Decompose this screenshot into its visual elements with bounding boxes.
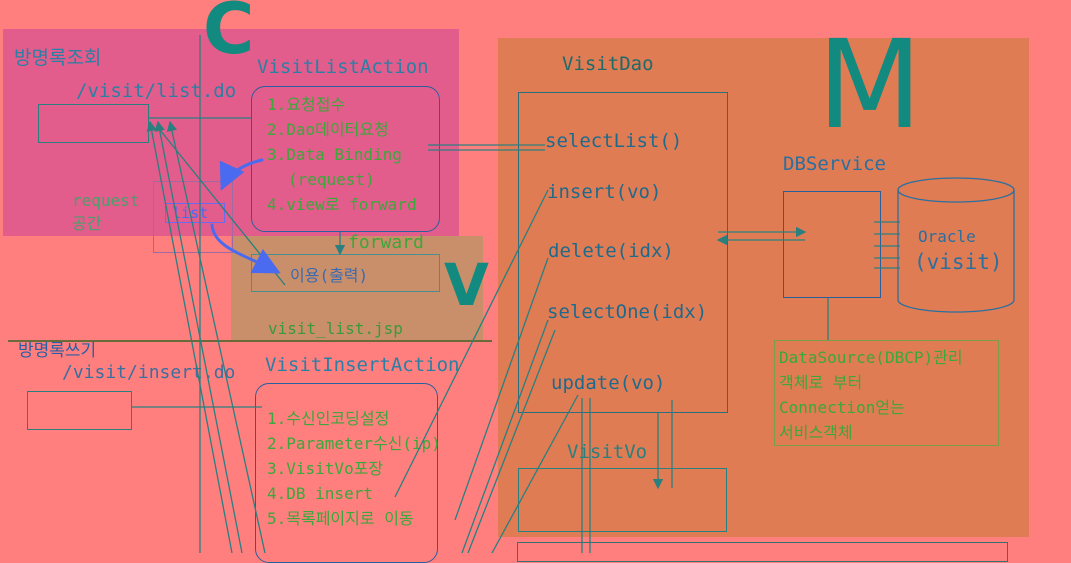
forward-label: forward — [348, 232, 424, 253]
list-section-title: 방명록조회 — [14, 47, 102, 69]
insert-step: 1.수신인코딩설정 — [267, 409, 390, 428]
dao-method: selectList() — [545, 130, 683, 152]
dbservice-note-line: Connection얻는 — [779, 398, 905, 417]
space-label: 공간 — [72, 214, 102, 233]
dbservice-note-line: 객체로 부터 — [779, 373, 863, 392]
dbservice-note-line: DataSource(DBCP)관리 — [779, 348, 963, 367]
request-label: request — [72, 191, 140, 210]
dbservice-box — [783, 191, 881, 298]
dao-method: selectOne(idx) — [547, 301, 708, 323]
list-step: 4.view로 forward — [267, 195, 417, 214]
dbservice-note-box — [774, 340, 999, 446]
vo-box — [518, 468, 727, 532]
list-step: 3.Data Binding — [267, 145, 402, 164]
vo-title: VisitVo — [567, 441, 648, 463]
list-step: (request) — [288, 170, 375, 189]
list-url: /visit/list.do — [76, 80, 237, 102]
dao-method: insert(vo) — [547, 181, 662, 203]
dao-title: VisitDao — [562, 53, 654, 75]
model-letter: M — [817, 14, 923, 156]
dao-method: delete(idx) — [548, 240, 674, 262]
insert-step: 4.DB insert — [267, 484, 373, 503]
dbservice-note-line: 서비스객체 — [779, 423, 853, 442]
insert-url: /visit/insert.do — [62, 362, 236, 383]
insert-action-title: VisitInsertAction — [265, 354, 460, 376]
db-table: (visit) — [914, 250, 1003, 274]
db-name: Oracle — [918, 227, 976, 246]
dbservice-title: DBService — [783, 153, 886, 175]
bottom-box — [517, 542, 1008, 562]
insert-step: 2.Parameter수신(ip) — [267, 434, 441, 453]
dao-method: update(vo) — [551, 372, 666, 394]
list-browser-box[interactable] — [38, 104, 149, 143]
insert-browser-box[interactable] — [27, 391, 132, 430]
list-step: 1.요청접수 — [267, 95, 346, 114]
insert-step: 5.목록페이지로 이동 — [267, 509, 414, 528]
insert-section-title: 방명록쓰기 — [18, 341, 97, 361]
insert-step: 3.VisitVo포장 — [267, 459, 384, 478]
view-use-label: 이용(출력) — [290, 266, 369, 285]
controller-letter: C — [203, 0, 255, 70]
view-filename: visit_list.jsp — [268, 319, 403, 338]
list-step: 2.Dao데이터요청 — [267, 120, 389, 139]
model-region — [498, 38, 1029, 537]
list-attribute: list — [165, 203, 225, 223]
view-letter: V — [444, 251, 489, 319]
list-action-title: VisitListAction — [257, 56, 429, 78]
